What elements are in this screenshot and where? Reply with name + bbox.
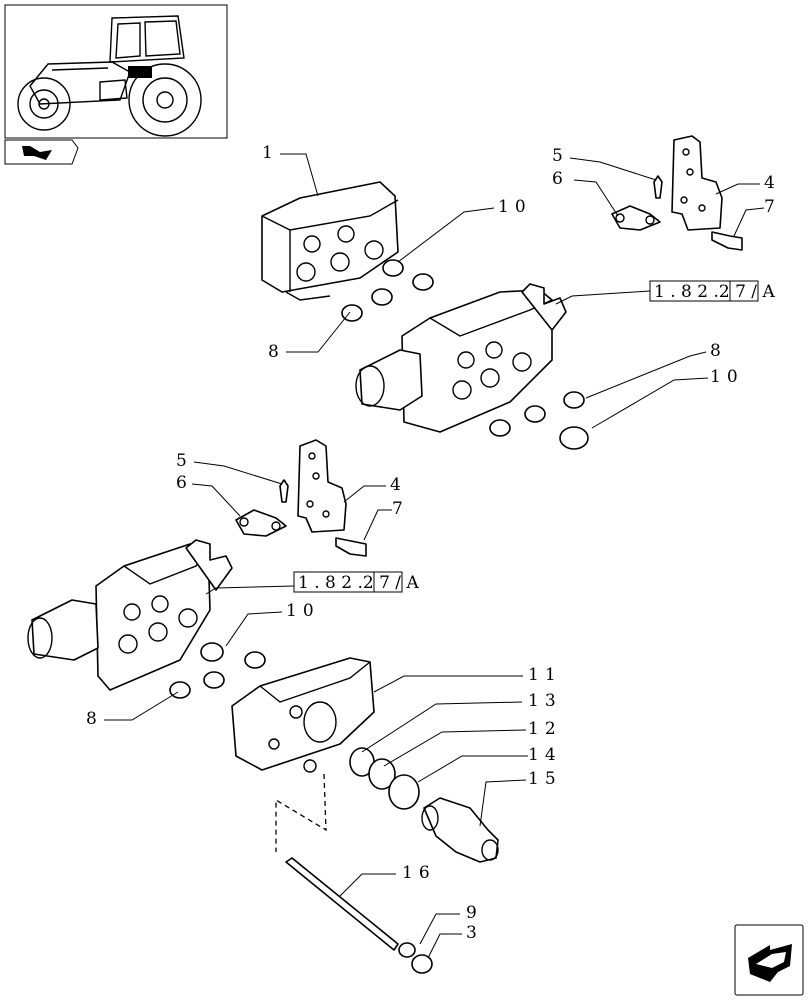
callout-1: 1: [262, 143, 273, 163]
callout-12: 12: [528, 719, 562, 739]
callout-11: 11: [528, 665, 562, 685]
callout-8c: 8: [86, 709, 97, 729]
reference-box-1[interactable]: 1 . 8 2 .2 7 / A: [649, 280, 775, 302]
callout-labels: 1 10 8 5 6 4 7 8 10 5 6 4 7 10 8 11 13 1…: [86, 143, 775, 943]
callout-9: 9: [466, 903, 477, 923]
callout-10b: 10: [710, 367, 744, 387]
bracket-middle: [235, 439, 367, 557]
callout-3: 3: [466, 923, 477, 943]
forward-nav-icon[interactable]: [734, 924, 804, 996]
callout-6a: 6: [552, 169, 563, 189]
back-arrow-icon[interactable]: [4, 139, 79, 165]
callout-10c: 10: [286, 601, 320, 621]
callout-6b: 6: [176, 473, 187, 493]
tie-rod: [285, 857, 433, 974]
callout-7b: 7: [392, 499, 403, 519]
valve-block-lower: [27, 539, 233, 691]
valve-block-middle: [355, 283, 567, 433]
callout-16: 16: [402, 863, 436, 883]
callout-15: 15: [528, 769, 562, 789]
callout-10a: 10: [498, 197, 532, 217]
seal-rings-lower: [169, 642, 266, 699]
bracket-upper: [611, 135, 743, 251]
assembly-dashed-line: [275, 773, 327, 852]
leader-lines: [104, 153, 765, 959]
callout-8a: 8: [268, 342, 279, 362]
reference-label-1: 1 . 8 2 .2 7 / A: [654, 282, 775, 302]
tractor-thumbnail-icon[interactable]: [4, 4, 228, 139]
callout-7a: 7: [764, 197, 775, 217]
reference-box-2[interactable]: 1 . 8 2 .2 7 / A: [293, 571, 419, 593]
callout-14: 14: [528, 745, 562, 765]
callout-5a: 5: [552, 146, 563, 166]
callout-4a: 4: [764, 173, 775, 193]
fitting: [421, 797, 499, 863]
seal-rings-top: [341, 259, 434, 322]
callout-5b: 5: [176, 451, 187, 471]
reference-label-2: 1 . 8 2 .2 7 / A: [298, 573, 419, 593]
o-rings: [349, 747, 420, 810]
callout-4b: 4: [390, 475, 401, 495]
seal-rings-middle: [489, 391, 589, 450]
valve-block-top: [261, 181, 399, 301]
end-plate: [231, 657, 375, 773]
callout-8b: 8: [710, 341, 721, 361]
callout-13: 13: [528, 691, 562, 711]
